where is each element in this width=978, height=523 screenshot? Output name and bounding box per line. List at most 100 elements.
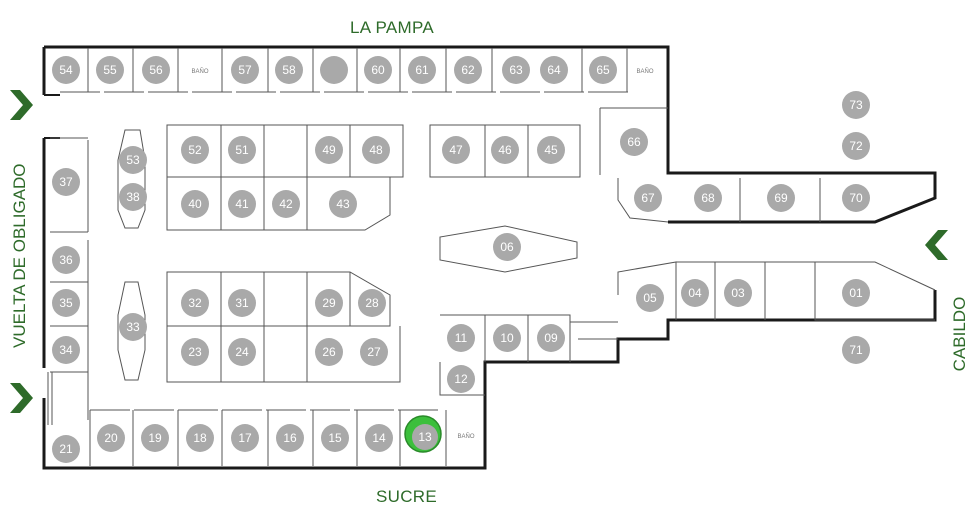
stall-marker[interactable] bbox=[540, 56, 568, 84]
stall-67[interactable]: 67 bbox=[634, 184, 662, 212]
stall-marker[interactable] bbox=[360, 338, 388, 366]
stall-marker[interactable] bbox=[842, 184, 870, 212]
stall-42[interactable]: 42 bbox=[272, 190, 300, 218]
stall-marker[interactable] bbox=[315, 338, 343, 366]
stall-marker[interactable] bbox=[119, 146, 147, 174]
stall-marker[interactable] bbox=[537, 324, 565, 352]
stall-34[interactable]: 34 bbox=[52, 336, 80, 364]
stall-58[interactable]: 58 bbox=[275, 56, 303, 84]
stall-marker[interactable] bbox=[52, 246, 80, 274]
stall-marker[interactable] bbox=[52, 168, 80, 196]
stall-marker[interactable] bbox=[272, 190, 300, 218]
stall-48[interactable]: 48 bbox=[362, 136, 390, 164]
stall-marker[interactable] bbox=[589, 56, 617, 84]
stall-51[interactable]: 51 bbox=[228, 136, 256, 164]
stall-54[interactable]: 54 bbox=[52, 56, 80, 84]
stall-marker[interactable] bbox=[365, 424, 393, 452]
stall-53[interactable]: 53 bbox=[119, 146, 147, 174]
stall-06[interactable]: 06 bbox=[493, 233, 521, 261]
stall-marker[interactable] bbox=[52, 336, 80, 364]
stall-47[interactable]: 47 bbox=[442, 136, 470, 164]
stall-62[interactable]: 62 bbox=[454, 56, 482, 84]
stall-marker[interactable] bbox=[231, 56, 259, 84]
stall-marker[interactable] bbox=[181, 338, 209, 366]
stall-03[interactable]: 03 bbox=[724, 279, 752, 307]
stall-26[interactable]: 26 bbox=[315, 338, 343, 366]
stall-marker[interactable] bbox=[52, 289, 80, 317]
stall-04[interactable]: 04 bbox=[681, 279, 709, 307]
stall-marker[interactable] bbox=[447, 324, 475, 352]
stall-72[interactable]: 72 bbox=[842, 132, 870, 160]
stall-68[interactable]: 68 bbox=[694, 184, 722, 212]
stall-marker[interactable] bbox=[186, 424, 214, 452]
stall-36[interactable]: 36 bbox=[52, 246, 80, 274]
stall-marker[interactable] bbox=[119, 183, 147, 211]
stall-41[interactable]: 41 bbox=[228, 190, 256, 218]
stall-46[interactable]: 46 bbox=[491, 136, 519, 164]
stall-marker[interactable] bbox=[228, 136, 256, 164]
stall-unnumbered[interactable] bbox=[320, 56, 348, 84]
stall-24[interactable]: 24 bbox=[228, 338, 256, 366]
stall-31[interactable]: 31 bbox=[228, 289, 256, 317]
stall-marker[interactable] bbox=[315, 136, 343, 164]
stall-marker[interactable] bbox=[362, 136, 390, 164]
stall-49[interactable]: 49 bbox=[315, 136, 343, 164]
stall-10[interactable]: 10 bbox=[493, 324, 521, 352]
stall-56[interactable]: 56 bbox=[142, 56, 170, 84]
stall-marker[interactable] bbox=[502, 56, 530, 84]
stall-marker[interactable] bbox=[634, 184, 662, 212]
stall-marker[interactable] bbox=[228, 190, 256, 218]
stall-marker[interactable] bbox=[181, 190, 209, 218]
stall-marker[interactable] bbox=[228, 289, 256, 317]
stall-marker[interactable] bbox=[231, 424, 259, 452]
stall-01[interactable]: 01 bbox=[842, 279, 870, 307]
stall-marker[interactable] bbox=[694, 184, 722, 212]
stall-marker[interactable] bbox=[454, 56, 482, 84]
stall-marker[interactable] bbox=[181, 289, 209, 317]
stall-60[interactable]: 60 bbox=[364, 56, 392, 84]
stall-21[interactable]: 21 bbox=[52, 435, 80, 463]
stall-57[interactable]: 57 bbox=[231, 56, 259, 84]
stall-marker[interactable] bbox=[97, 424, 125, 452]
stall-marker[interactable] bbox=[275, 56, 303, 84]
stall-40[interactable]: 40 bbox=[181, 190, 209, 218]
stall-marker[interactable] bbox=[442, 136, 470, 164]
stall-marker[interactable] bbox=[493, 233, 521, 261]
stall-23[interactable]: 23 bbox=[181, 338, 209, 366]
stall-11[interactable]: 11 bbox=[447, 324, 475, 352]
stall-45[interactable]: 45 bbox=[537, 136, 565, 164]
stall-marker[interactable] bbox=[724, 279, 752, 307]
stall-37[interactable]: 37 bbox=[52, 168, 80, 196]
stall-marker[interactable] bbox=[52, 435, 80, 463]
stall-71[interactable]: 71 bbox=[842, 336, 870, 364]
stall-20[interactable]: 20 bbox=[97, 424, 125, 452]
stall-38[interactable]: 38 bbox=[119, 183, 147, 211]
stall-marker[interactable] bbox=[767, 184, 795, 212]
stall-66[interactable]: 66 bbox=[620, 128, 648, 156]
stall-marker[interactable] bbox=[142, 56, 170, 84]
stall-marker[interactable] bbox=[358, 289, 386, 317]
stall-marker[interactable] bbox=[364, 56, 392, 84]
stall-marker[interactable] bbox=[842, 279, 870, 307]
stall-19[interactable]: 19 bbox=[141, 424, 169, 452]
stall-27[interactable]: 27 bbox=[360, 338, 388, 366]
stall-28[interactable]: 28 bbox=[358, 289, 386, 317]
stall-marker[interactable] bbox=[320, 56, 348, 84]
stall-16[interactable]: 16 bbox=[276, 424, 304, 452]
stall-marker[interactable] bbox=[842, 132, 870, 160]
stall-marker[interactable] bbox=[228, 338, 256, 366]
stall-marker[interactable] bbox=[141, 424, 169, 452]
stall-marker[interactable] bbox=[842, 336, 870, 364]
stall-52[interactable]: 52 bbox=[181, 136, 209, 164]
stall-55[interactable]: 55 bbox=[96, 56, 124, 84]
stall-marker[interactable] bbox=[329, 190, 357, 218]
stall-09[interactable]: 09 bbox=[537, 324, 565, 352]
stall-marker[interactable] bbox=[681, 279, 709, 307]
stall-70[interactable]: 70 bbox=[842, 184, 870, 212]
stall-12[interactable]: 12 bbox=[447, 365, 475, 393]
stall-15[interactable]: 15 bbox=[321, 424, 349, 452]
stall-33[interactable]: 33 bbox=[119, 313, 147, 341]
stall-marker[interactable] bbox=[52, 56, 80, 84]
stall-marker[interactable] bbox=[493, 324, 521, 352]
stall-61[interactable]: 61 bbox=[408, 56, 436, 84]
